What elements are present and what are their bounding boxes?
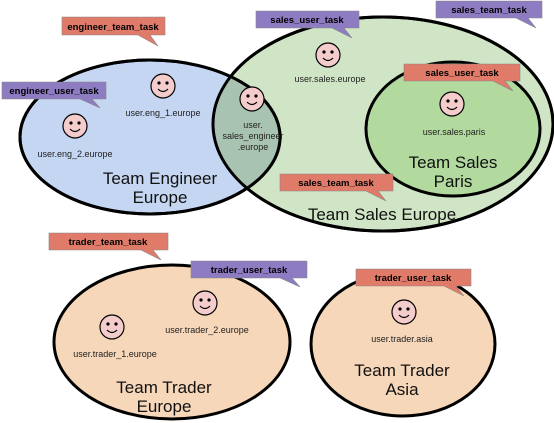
team-engineer-europe-outline [18,58,282,216]
team-trader-asia-label-line2: Asia [385,380,419,399]
user-sales-engineer-label-line3: .europe [238,142,269,152]
tag-engineer-team-task: engineer_team_task [61,16,166,47]
team-sales-paris-region [364,60,542,198]
tag-engineer-user-task-label: engineer_user_task [9,86,99,97]
user-trader-2-smiley-icon [192,290,218,316]
tag-trader-team-task: trader_team_task [48,232,169,261]
team-engineer-europe-label-line2: Europe [133,188,188,207]
user-trader-1-label: user.trader_1.europe [73,349,157,359]
team-sales-paris-label-line2: Paris [434,172,473,191]
tag-sales-user-task-paris: sales_user_task [403,63,521,92]
team-sales-paris-label-line1: Team Sales [409,153,498,172]
user-sales-paris-smiley-icon [439,91,465,117]
tag-sales-team-task-mid: sales_team_task [279,173,394,202]
user-sales-engineer-smiley-icon [239,86,265,112]
tag-trader-team-task-label: trader_team_task [69,237,148,248]
team-trader-europe-label-line2: Europe [137,397,192,416]
tag-trader-user-task-asia-label: trader_user_task [375,273,452,284]
team-trader-europe-region [52,263,292,421]
team-engineer-europe-label-line1: Team Engineer [103,169,218,188]
user-trader-asia-smiley-icon [391,299,417,325]
user-eng-1-smiley-icon [150,73,176,99]
tag-trader-user-task-europe: trader_user_task [190,260,308,288]
user-trader-asia-label: user.trader.asia [371,334,433,344]
user-sales-europe-label: user.sales.europe [294,74,365,84]
user-eng-2-smiley-icon [62,113,88,139]
user-eng-2-label: user.eng_2.europe [37,149,112,159]
user-eng-1-label: user.eng_1.europe [125,108,200,118]
user-trader-2-label: user.trader_2.europe [165,325,249,335]
user-trader-1-smiley-icon [99,314,125,340]
tag-sales-user-task-paris-label: sales_user_task [425,68,499,79]
tag-trader-user-task-asia: trader_user_task [355,268,472,297]
team-sales-europe-label: Team Sales Europe [308,205,456,224]
tag-trader-user-task-europe-label: trader_user_task [211,265,288,276]
tag-sales-user-task-top: sales_user_task [255,10,360,39]
user-sales-engineer-label-line1: user. [243,120,263,130]
tag-sales-team-task-mid-label: sales_team_task [298,178,374,189]
user-sales-engineer-label-line2: sales_engineer [222,131,283,141]
user-sales-europe-smiley-icon [315,42,341,68]
tag-sales-team-task-top: sales_team_task [435,0,543,29]
tag-sales-team-task-top-label: sales_team_task [451,5,527,16]
tag-engineer-team-task-label: engineer_team_task [67,22,159,33]
user-sales-paris-label: user.sales.paris [423,127,486,137]
team-trader-europe-label-line1: Team Trader [116,378,212,397]
tag-engineer-user-task: engineer_user_task [1,81,107,109]
team-sales-europe-outline [211,15,554,233]
team-trader-asia-label-line1: Team Trader [354,361,450,380]
tag-sales-user-task-top-label: sales_user_task [270,15,344,26]
